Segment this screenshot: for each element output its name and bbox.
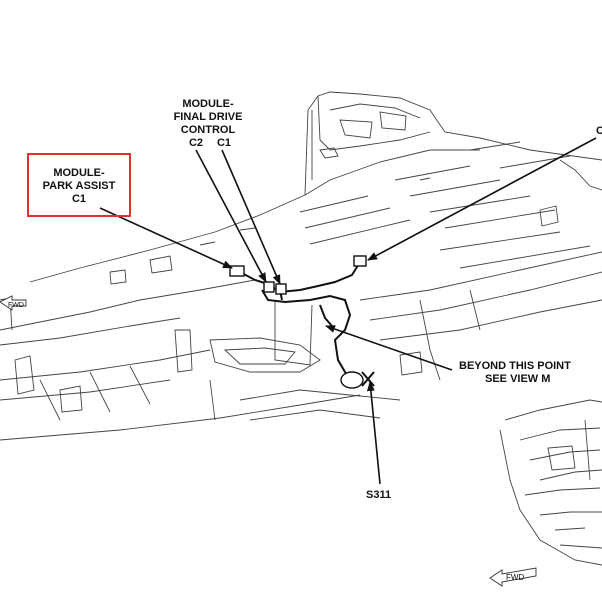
highlight-box bbox=[27, 153, 131, 217]
label-beyond-line1: BEYOND THIS POINT bbox=[459, 360, 571, 372]
label-park-assist-line3: C1 bbox=[72, 193, 86, 205]
connector-c1 bbox=[275, 283, 287, 295]
connector-c bbox=[353, 255, 367, 267]
label-final-drive-line1: MODULE- bbox=[182, 98, 234, 110]
leader-c bbox=[367, 137, 597, 261]
label-beyond-line2: SEE VIEW M bbox=[485, 373, 550, 385]
label-c2: C2 bbox=[189, 137, 203, 149]
leader-s311 bbox=[366, 381, 381, 485]
connector-park-assist bbox=[229, 265, 245, 277]
label-final-drive-line2: FINAL DRIVE bbox=[174, 111, 243, 123]
label-park-assist-line1: MODULE- bbox=[53, 167, 105, 179]
grommet bbox=[340, 371, 364, 389]
label-c1-final: C1 bbox=[217, 137, 231, 149]
leader-c1 bbox=[221, 149, 281, 285]
splice-mark bbox=[361, 371, 375, 387]
callout-leaders bbox=[99, 137, 597, 485]
connectors bbox=[229, 255, 367, 389]
label-final-drive-line3: CONTROL bbox=[181, 124, 236, 136]
wiring-harness bbox=[239, 261, 361, 381]
label-park-assist-line2: PARK ASSIST bbox=[43, 180, 116, 192]
fwd-left-label: FWD bbox=[8, 302, 24, 309]
fwd-bottom-label: FWD bbox=[506, 573, 524, 582]
leader-c2 bbox=[195, 149, 267, 283]
leader-park-assist bbox=[99, 207, 233, 269]
label-edge-c: C bbox=[596, 125, 602, 137]
fwd-marker-left: FWD bbox=[0, 295, 27, 311]
label-s311: S311 bbox=[366, 489, 391, 501]
fwd-marker-bottom: FWD bbox=[489, 567, 537, 587]
connector-c2 bbox=[263, 281, 275, 293]
vehicle-underbody bbox=[0, 91, 602, 566]
leader-beyond bbox=[325, 325, 453, 371]
